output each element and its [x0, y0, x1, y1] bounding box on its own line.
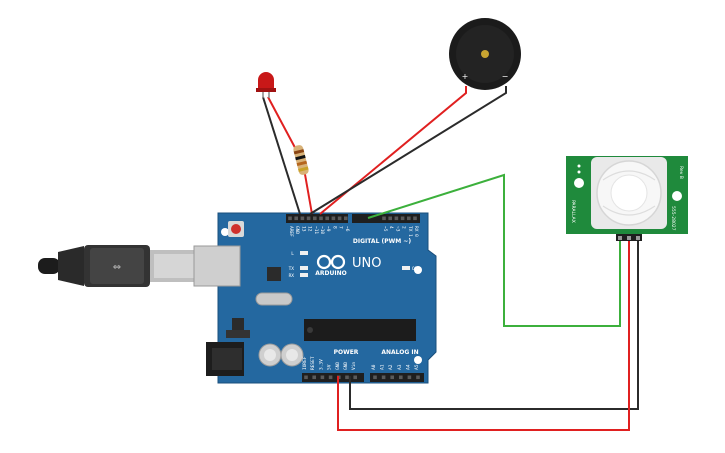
pir-sensor: PARALLAX 555-28027 Rev B	[566, 156, 688, 241]
digital-pin-label: ~10	[319, 226, 325, 234]
pin-socket	[337, 216, 342, 221]
pin-socket	[288, 216, 292, 221]
pin-socket	[399, 375, 403, 380]
buzzer-minus-label: −	[502, 72, 509, 81]
pin-socket	[400, 216, 405, 221]
pin-label: A5	[414, 364, 420, 370]
analog-label: ANALOG IN	[381, 349, 418, 356]
led-rx-label: RX	[289, 273, 295, 279]
wires	[262, 86, 639, 431]
wire-pir-gnd	[349, 240, 639, 410]
digital-pin-label: 8	[331, 226, 337, 229]
pin-socket	[300, 216, 305, 221]
pin-socket	[407, 216, 411, 221]
wire-pir-vcc	[337, 240, 630, 431]
led-on-label: ON	[412, 266, 418, 272]
resistor	[293, 145, 309, 175]
pin-label: A4	[405, 364, 411, 370]
pin-socket	[381, 375, 386, 380]
pin-socket	[407, 375, 412, 380]
pin-socket	[416, 375, 420, 380]
wire-pir-signal	[367, 173, 621, 327]
red-led	[256, 72, 276, 98]
pin-label: Vin	[351, 362, 357, 370]
digital-pin-label: TX 1	[407, 226, 413, 237]
pin-label: 3.3V	[318, 359, 324, 370]
pir-label-right: 555-28027	[670, 206, 676, 231]
pin-label: A3	[397, 364, 403, 370]
digital-pin-label: 12	[307, 226, 313, 232]
brand-text: ARDUINO	[315, 270, 346, 277]
pin-socket	[413, 216, 417, 221]
pin-label: IOREF	[302, 356, 308, 370]
pin-socket	[331, 216, 336, 221]
wire-buzzer-plus	[319, 86, 467, 215]
digital-pin-label: AREF	[288, 226, 294, 237]
pin-socket	[312, 375, 316, 380]
pin-socket	[388, 216, 392, 221]
wire-buzzer-minus	[309, 86, 507, 215]
pin-label: A1	[380, 364, 386, 370]
pin-socket	[304, 375, 308, 380]
pin-socket	[373, 375, 377, 380]
digital-pin-label: 7	[338, 226, 344, 229]
pin-socket	[382, 216, 386, 221]
pin-socket	[320, 375, 325, 380]
digital-pin-label: ~3	[394, 226, 400, 232]
digital-pin-label: ~11	[313, 226, 319, 234]
piezo-buzzer: + −	[449, 18, 521, 90]
led-tx-label: TX	[289, 266, 295, 272]
pin-socket	[319, 216, 323, 221]
digital-pin-label: ~6	[344, 226, 350, 232]
pir-label-left: PARALLAX	[570, 200, 576, 223]
digital-pin-label: GND	[294, 226, 300, 234]
digital-pin-label: ~9	[325, 226, 331, 232]
pin-socket	[390, 375, 394, 380]
pin-socket	[313, 216, 317, 221]
pin-socket	[344, 216, 348, 221]
digital-pin-label: 13	[300, 226, 306, 232]
wire-led-cathode	[262, 96, 301, 215]
pin-socket	[325, 216, 329, 221]
digital-pin-label: ~5	[382, 226, 388, 232]
pin-label: GND	[335, 362, 341, 370]
usb-cable: ⇔	[38, 245, 198, 287]
digital-label: DIGITAL (PWM ~)	[353, 238, 411, 245]
pin-label: GND	[343, 362, 349, 370]
pin-socket	[294, 216, 298, 221]
pir-label-top: Rev B	[678, 166, 684, 179]
digital-pin-label: 2	[401, 226, 407, 229]
led-l-label: L	[291, 251, 294, 257]
pin-label: RESET	[310, 356, 316, 370]
pin-label: A2	[388, 364, 394, 370]
power-label: POWER	[334, 349, 359, 356]
pin-socket	[353, 375, 357, 380]
digital-pin-label: RX 0	[413, 226, 419, 237]
digital-pin-label: 4	[388, 226, 394, 229]
svg-text:⇔: ⇔	[113, 262, 121, 273]
pin-socket	[306, 216, 311, 221]
arduino-logo: ARDUINO UNO	[315, 254, 381, 277]
pin-label: 5V	[327, 364, 333, 370]
pin-socket	[394, 216, 399, 221]
pin-socket	[328, 375, 333, 380]
buzzer-plus-label: +	[462, 72, 469, 81]
model-text: UNO	[352, 256, 381, 271]
pin-socket	[345, 375, 349, 380]
pin-label: A0	[371, 364, 377, 370]
